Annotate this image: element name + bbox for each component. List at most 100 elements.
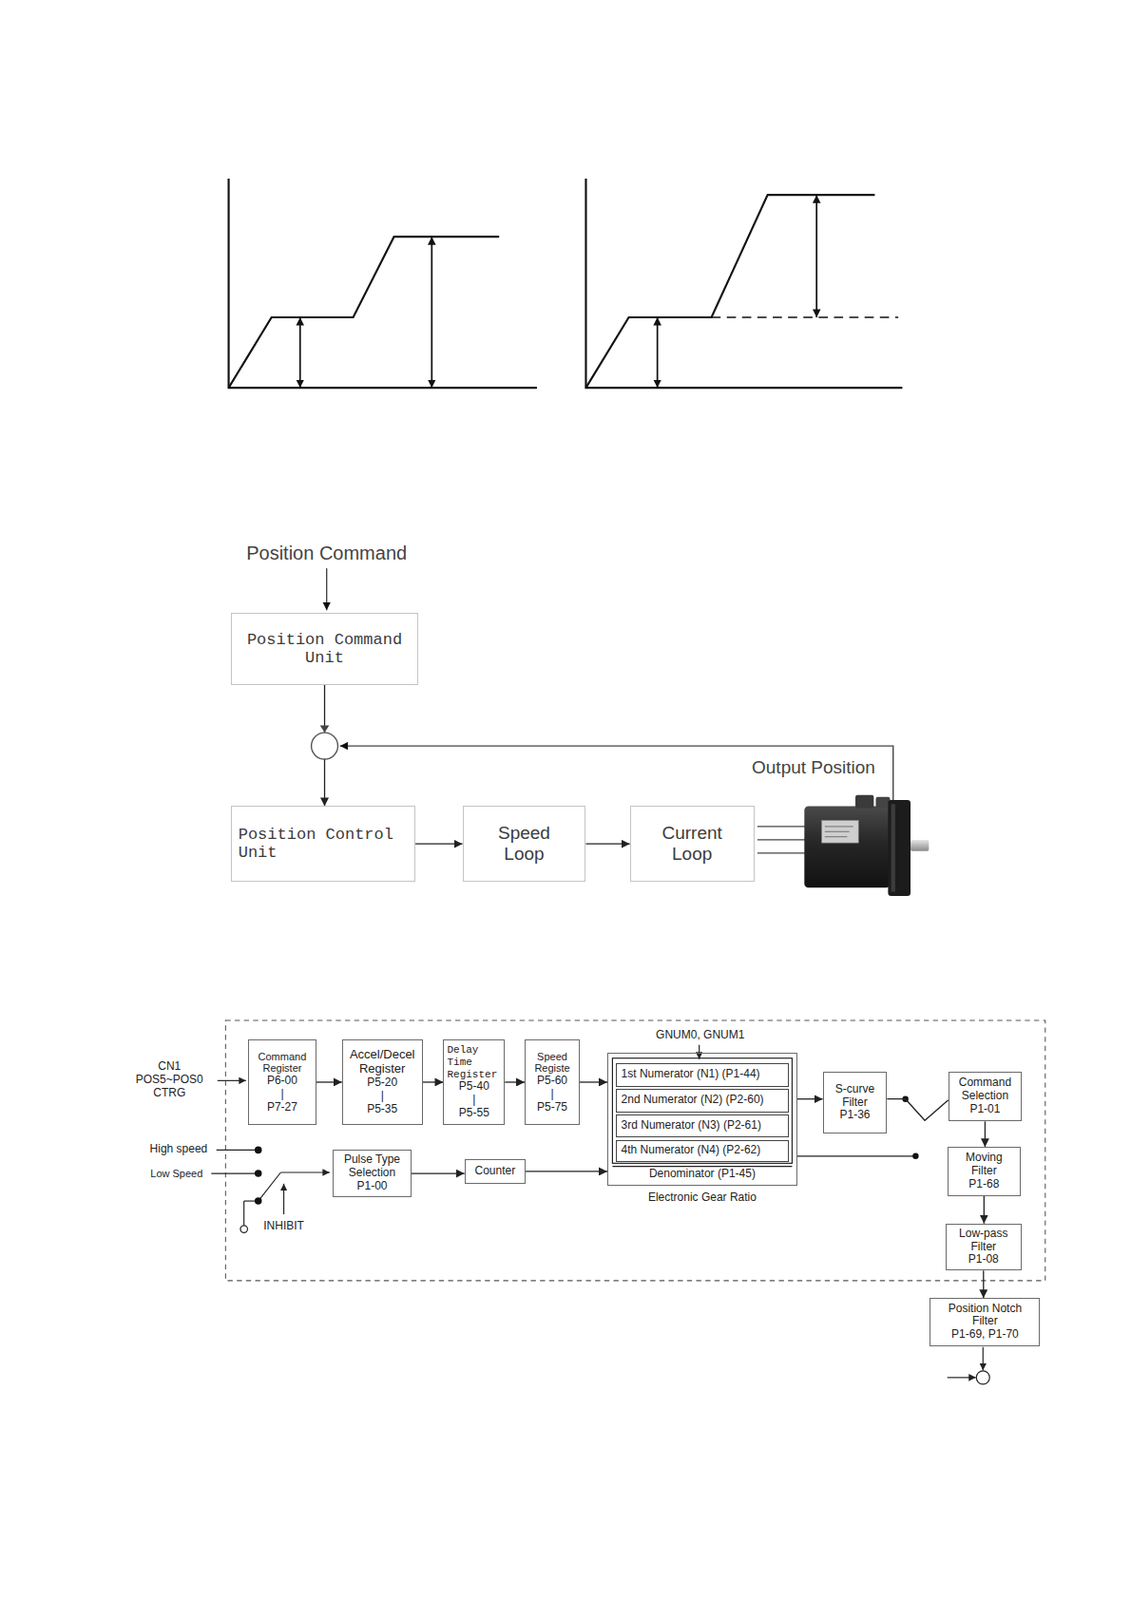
label-holder: Low Speed: [150, 1168, 203, 1181]
connector-arrow: [411, 1172, 465, 1174]
box-text: P5-35: [366, 1103, 398, 1117]
switch-wire: [243, 1201, 245, 1227]
switch-pivot: [254, 1197, 263, 1206]
nameplate-detail: [824, 825, 854, 827]
graph-curve: [585, 194, 875, 388]
box-title: S-curve Filter: [826, 1083, 884, 1111]
summing-junction: [976, 1371, 990, 1385]
connector-arrow: [797, 1098, 824, 1100]
numerator-frame: [612, 1058, 792, 1165]
label-holder: Output Position: [751, 757, 876, 779]
connector-arrow: [415, 843, 462, 845]
connector-arrow: [983, 1196, 985, 1225]
box-text: Electronic Gear Ratio: [648, 1191, 757, 1206]
bypass-wire: [797, 1155, 917, 1157]
box-text: P5-55: [459, 1107, 490, 1121]
output-arrow: [982, 1347, 984, 1372]
summing-junction: [311, 732, 339, 760]
box-text: |: [280, 1088, 284, 1102]
selection-box: Command SelectionP1-01: [948, 1072, 1022, 1123]
numerator-box: 3rd Numerator (N3) (P2-61): [615, 1114, 790, 1139]
feedback-wire: [340, 746, 894, 801]
box-text: P7-27: [267, 1101, 298, 1115]
inhibit-arrow: [283, 1184, 285, 1215]
dimension-arrow: [299, 317, 302, 388]
switch-contact: [254, 1147, 263, 1155]
register-box: Delay Time RegisterP5-40|P5-55: [442, 1039, 505, 1125]
connector-arrow: [585, 843, 630, 845]
loop-box: Current Loop: [630, 805, 755, 882]
box-title: Accel/Decel Register: [345, 1048, 420, 1077]
box-text: P6-00: [267, 1074, 298, 1089]
dashed-region: [225, 1020, 1045, 1282]
input-arrow: [325, 568, 327, 611]
signal-label: INHIBIT: [263, 1220, 305, 1234]
box-title: Current Loop: [648, 823, 736, 865]
box-title: Position Notch Filter: [937, 1303, 1033, 1330]
connector-label: CN1: [157, 1061, 181, 1075]
fraction-line: [612, 1166, 792, 1168]
box-title: Position Control Unit: [238, 825, 408, 863]
switch-terminal: [240, 1226, 249, 1234]
feedback-arrow: [947, 1377, 977, 1379]
box-title: Low-pass Filter: [956, 1227, 1012, 1255]
motor-connector: [875, 797, 890, 809]
label-holder: POS5~POS0: [135, 1073, 204, 1088]
nameplate-detail: [824, 836, 848, 838]
box-title: Speed Registe: [528, 1051, 576, 1075]
process-box: Position Control Unit: [230, 805, 416, 882]
box-title: 1st Numerator (N1) (P1-44): [621, 1068, 785, 1082]
box-title: Denominator (P1-45): [649, 1168, 756, 1182]
input-arrow: [698, 1045, 700, 1060]
graph-curve: [229, 236, 500, 388]
box-text: P1-00: [356, 1180, 387, 1194]
input-arrow: [217, 1080, 247, 1082]
label-holder: CN1: [157, 1061, 181, 1075]
box-text: P5-40: [459, 1080, 490, 1094]
box-title: Speed Loop: [486, 823, 561, 865]
input-wire: [210, 1172, 258, 1174]
reference-line: [711, 316, 900, 319]
label-holder: High speed: [150, 1143, 209, 1157]
motor-wire: [757, 839, 812, 841]
loop-box: Speed Loop: [462, 805, 587, 882]
box-text: |: [381, 1090, 384, 1104]
box-text: P1-36: [839, 1109, 870, 1123]
numerator-box: 4th Numerator (N4) (P2-62): [615, 1140, 790, 1164]
box-title: Command Selection: [952, 1076, 1017, 1104]
switch-contact: [912, 1153, 919, 1160]
input-label: Low Speed: [150, 1168, 203, 1181]
connector-arrow: [579, 1081, 608, 1083]
box-text: P1-01: [969, 1103, 1000, 1117]
filter-box: Moving FilterP1-68: [947, 1147, 1021, 1197]
box-text: P5-75: [536, 1101, 568, 1115]
numerator-box: 2nd Numerator (N2) (P2-60): [615, 1089, 790, 1113]
input-label: High speed: [150, 1143, 209, 1157]
gear-ratio-box: Denominator (P1-45)Electronic Gear Ratio…: [607, 1053, 798, 1187]
box-title: Pulse Type Selection: [337, 1153, 406, 1181]
motor-wire: [757, 852, 812, 854]
label-holder: INHIBIT: [263, 1220, 305, 1234]
junction-arrowhead: [320, 726, 330, 734]
box-title: Command Register: [252, 1051, 312, 1075]
input-wire: [216, 1150, 259, 1151]
switch-wire: [280, 1171, 330, 1173]
connector-arrow: [316, 1081, 343, 1083]
switch-contact: [254, 1169, 263, 1178]
dimension-arrow: [430, 236, 433, 388]
selection-box: Pulse Type SelectionP1-00: [332, 1150, 412, 1198]
label-holder: GNUM0, GNUM1: [655, 1029, 745, 1043]
motor-shaft: [910, 840, 929, 852]
register-box: Command RegisterP6-00|P7-27: [248, 1039, 317, 1125]
numerator-box: 1st Numerator (N1) (P1-44): [615, 1063, 790, 1088]
motor-flange: [887, 800, 911, 897]
box-title: 4th Numerator (N4) (P2-62): [621, 1144, 785, 1158]
motor-connector: [855, 795, 874, 809]
connector-arrow: [886, 1099, 948, 1122]
box-title: Position Command Unit: [234, 631, 416, 669]
dimension-arrow: [656, 317, 659, 388]
box-title: Delay Time Register: [446, 1044, 501, 1081]
